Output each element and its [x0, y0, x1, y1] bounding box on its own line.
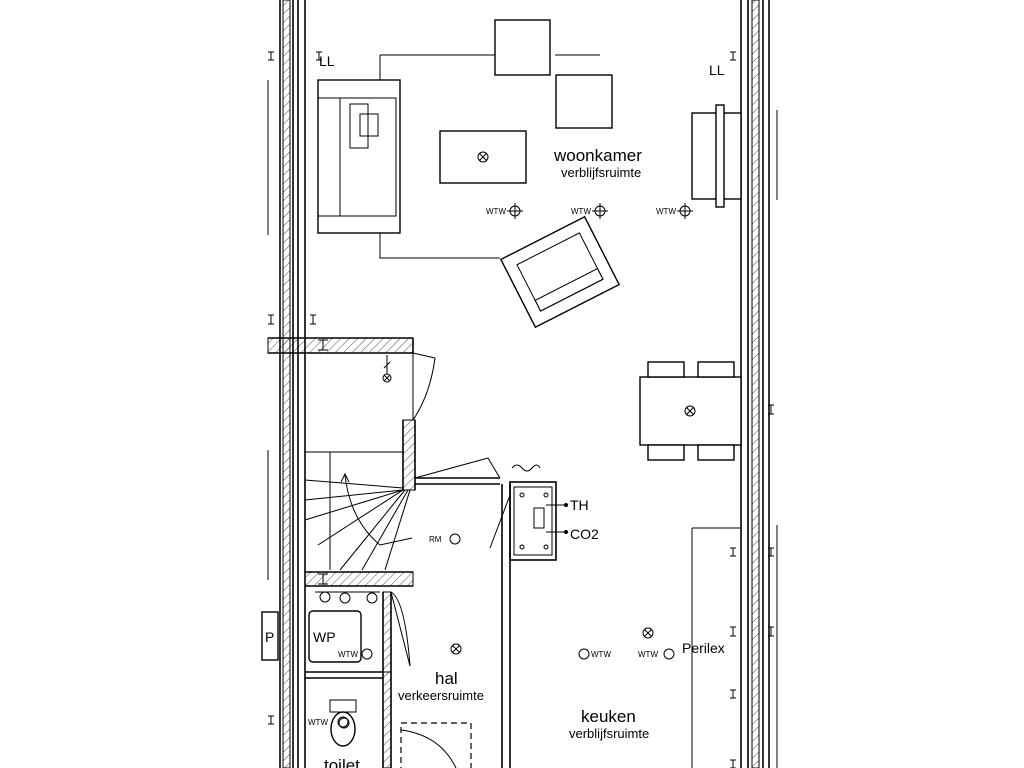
- sofa: [317, 79, 401, 234]
- wtw-vent-wp: WTW: [338, 648, 373, 660]
- wall-anchors: [268, 51, 774, 768]
- door-hall-kitchen: [489, 494, 511, 549]
- door-toilet: [390, 591, 411, 667]
- ll-label-left: LL: [319, 53, 335, 69]
- left-party-wall: [267, 0, 306, 768]
- svg-text:WTW: WTW: [338, 650, 358, 659]
- wp-unit: WP: [308, 610, 362, 663]
- room-type-keuken: verblijfsruimte: [569, 726, 649, 741]
- rm-sensor: RM: [429, 533, 461, 545]
- svg-text:WTW: WTW: [638, 650, 658, 659]
- p-box: P: [261, 611, 279, 661]
- svg-text:WTW: WTW: [591, 650, 611, 659]
- kitchen-ceiling-light: [642, 627, 654, 639]
- room-name-toilet: toilet: [324, 756, 360, 768]
- kitchen-counter: [691, 527, 741, 768]
- hal-ceiling-light: [450, 643, 462, 655]
- right-party-wall: [740, 0, 778, 768]
- th-label: TH: [570, 497, 589, 513]
- tv-cabinet: [691, 104, 742, 208]
- door-living-hall: [414, 457, 501, 479]
- wtw-vent-keuken-2: WTW: [638, 648, 675, 660]
- svg-text:WTW: WTW: [308, 718, 328, 727]
- dining-table: [639, 361, 742, 461]
- svg-text:P: P: [265, 629, 274, 645]
- perilex-label: Perilex: [682, 640, 725, 656]
- meter-cupboard: [509, 464, 568, 561]
- svg-text:RM: RM: [429, 535, 442, 544]
- svg-text:WTW: WTW: [656, 207, 676, 216]
- room-name-woonkamer: woonkamer: [553, 146, 642, 165]
- ll-label-right: LL: [709, 62, 725, 78]
- wtw-vent-woonkamer-1: WTW: [486, 203, 523, 219]
- room-name-hal: hal: [435, 669, 458, 688]
- wp-boiler-ghosts: [315, 591, 380, 604]
- toilet-fixture: [329, 699, 357, 747]
- svg-text:WTW: WTW: [486, 207, 506, 216]
- wtw-vent-keuken-1: WTW: [578, 648, 611, 660]
- interior-walls: [267, 337, 511, 768]
- wtw-vent-toilet: WTW: [308, 717, 350, 729]
- armchair: [499, 215, 621, 329]
- room-name-keuken: keuken: [581, 707, 636, 726]
- wtw-vent-woonkamer-3: WTW: [656, 203, 693, 219]
- coffee-table: [439, 130, 527, 184]
- wardrobe-outline: [400, 722, 472, 768]
- svg-text:WP: WP: [313, 629, 336, 645]
- side-chair-2: [555, 74, 613, 129]
- staircase: [304, 355, 413, 571]
- co2-label: CO2: [570, 526, 599, 542]
- door-stair-top: [412, 352, 436, 421]
- room-type-woonkamer: verblijfsruimte: [561, 165, 641, 180]
- room-type-hal: verkeersruimte: [398, 688, 484, 703]
- rug-outline: [379, 54, 600, 259]
- side-chair-1: [494, 19, 551, 76]
- wtw-vent-woonkamer-2: WTW: [571, 203, 608, 219]
- svg-text:WTW: WTW: [571, 207, 591, 216]
